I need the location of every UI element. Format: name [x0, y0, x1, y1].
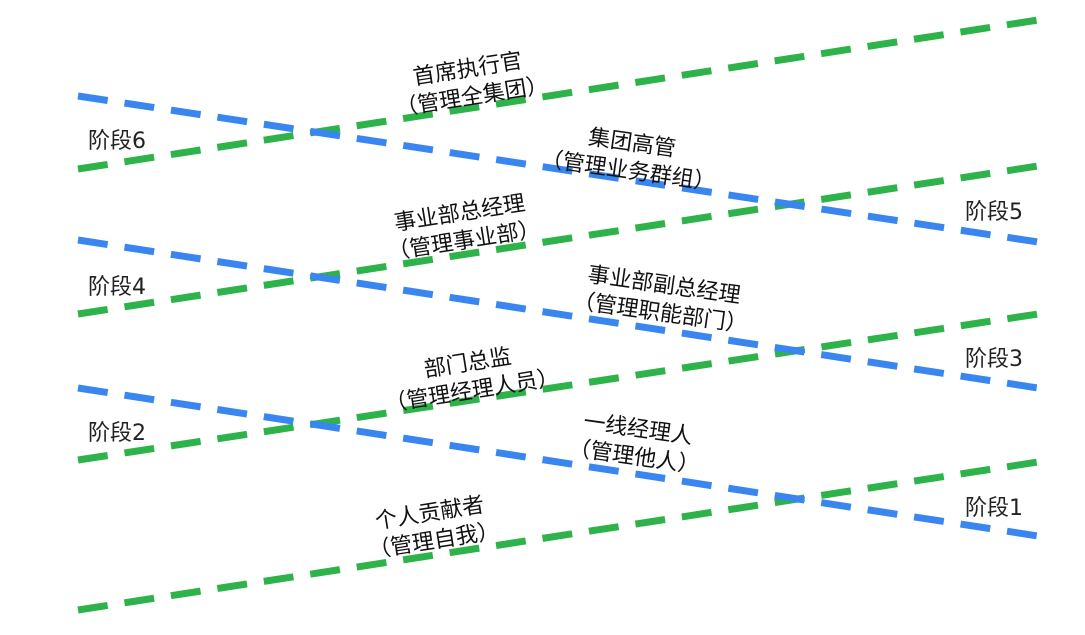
green-dashed-line-3	[77, 162, 1039, 318]
green-dashed-line-1	[77, 458, 1039, 614]
blue-dashed-line-1	[77, 384, 1039, 540]
stage-label-5: 阶段5	[965, 200, 1023, 225]
role-individual-contributor: 个人贡献者 （管理自我）	[367, 493, 501, 564]
role-ceo: 首席执行官 （管理全集团）	[394, 49, 550, 122]
stage-label-1: 阶段1	[965, 496, 1023, 521]
role-group-executive: 集团高管 （管理业务群组）	[539, 125, 717, 196]
green-dashed-line-4	[77, 16, 1039, 173]
role-division-deputy-gm: 事业部副总经理 （管理职能部门）	[571, 263, 749, 338]
role-department-director: 部门总监 （管理经理人员）	[383, 344, 561, 417]
stage-label-3: 阶段3	[965, 347, 1023, 372]
blue-dashed-line-2	[77, 236, 1039, 392]
stage-label-4: 阶段4	[88, 275, 146, 300]
role-frontline-manager: 一线经理人 （管理他人）	[567, 410, 701, 479]
stage-label-6: 阶段6	[88, 129, 146, 154]
role-division-gm: 事业部总经理 （管理事业部）	[386, 191, 542, 266]
blue-dashed-line-3	[77, 92, 1039, 246]
green-dashed-line-2	[77, 310, 1039, 464]
stage-label-2: 阶段2	[88, 421, 146, 446]
